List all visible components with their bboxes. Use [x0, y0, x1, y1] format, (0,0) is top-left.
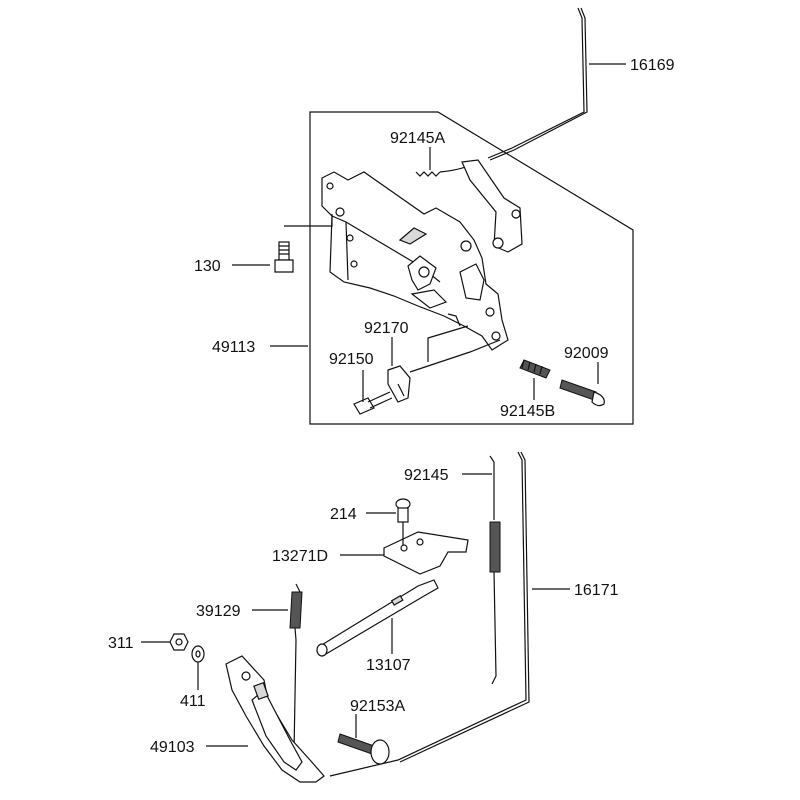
- label-92153a: 92153A: [350, 698, 405, 715]
- label-214: 214: [330, 506, 357, 523]
- label-13107: 13107: [366, 657, 411, 674]
- label-49113: 49113: [212, 339, 255, 356]
- label-92145: 92145: [404, 467, 449, 484]
- label-411: 411: [180, 693, 206, 710]
- bolt-92150: [353, 391, 393, 415]
- spring-92145b: [519, 359, 551, 379]
- assembly-frame: [309, 111, 634, 425]
- washer-411: [191, 645, 205, 663]
- label-311: 311: [108, 635, 134, 652]
- bolt-130: [274, 214, 333, 273]
- throttle-rod-16169: [487, 7, 588, 161]
- clip-92170: [387, 325, 501, 403]
- bracket-13271d: [383, 522, 469, 575]
- label-92170: 92170: [364, 320, 409, 337]
- label-92145a: 92145A: [390, 130, 445, 147]
- governor-lever: [461, 159, 523, 253]
- label-92150: 92150: [329, 351, 374, 368]
- lever-49103: [225, 655, 325, 783]
- leader-lines: [141, 63, 626, 747]
- spring-rod-92145: [489, 455, 501, 685]
- rod-16171: [329, 451, 530, 777]
- pin-92153a: [337, 733, 390, 765]
- label-92145b: 92145B: [500, 403, 555, 420]
- spring-39129: [289, 583, 303, 753]
- screw-214: [395, 498, 411, 523]
- control-plate-49113: [321, 171, 509, 351]
- nut-311: [169, 633, 189, 651]
- label-16169: 16169: [630, 57, 675, 74]
- screw-92009: [559, 379, 605, 407]
- label-130: 130: [194, 258, 221, 275]
- label-92009: 92009: [564, 345, 609, 362]
- label-13271d: 13271D: [272, 548, 328, 565]
- shaft-13107: [316, 579, 439, 657]
- label-16171: 16171: [574, 582, 619, 599]
- label-49103: 49103: [150, 739, 195, 756]
- label-39129: 39129: [196, 603, 241, 620]
